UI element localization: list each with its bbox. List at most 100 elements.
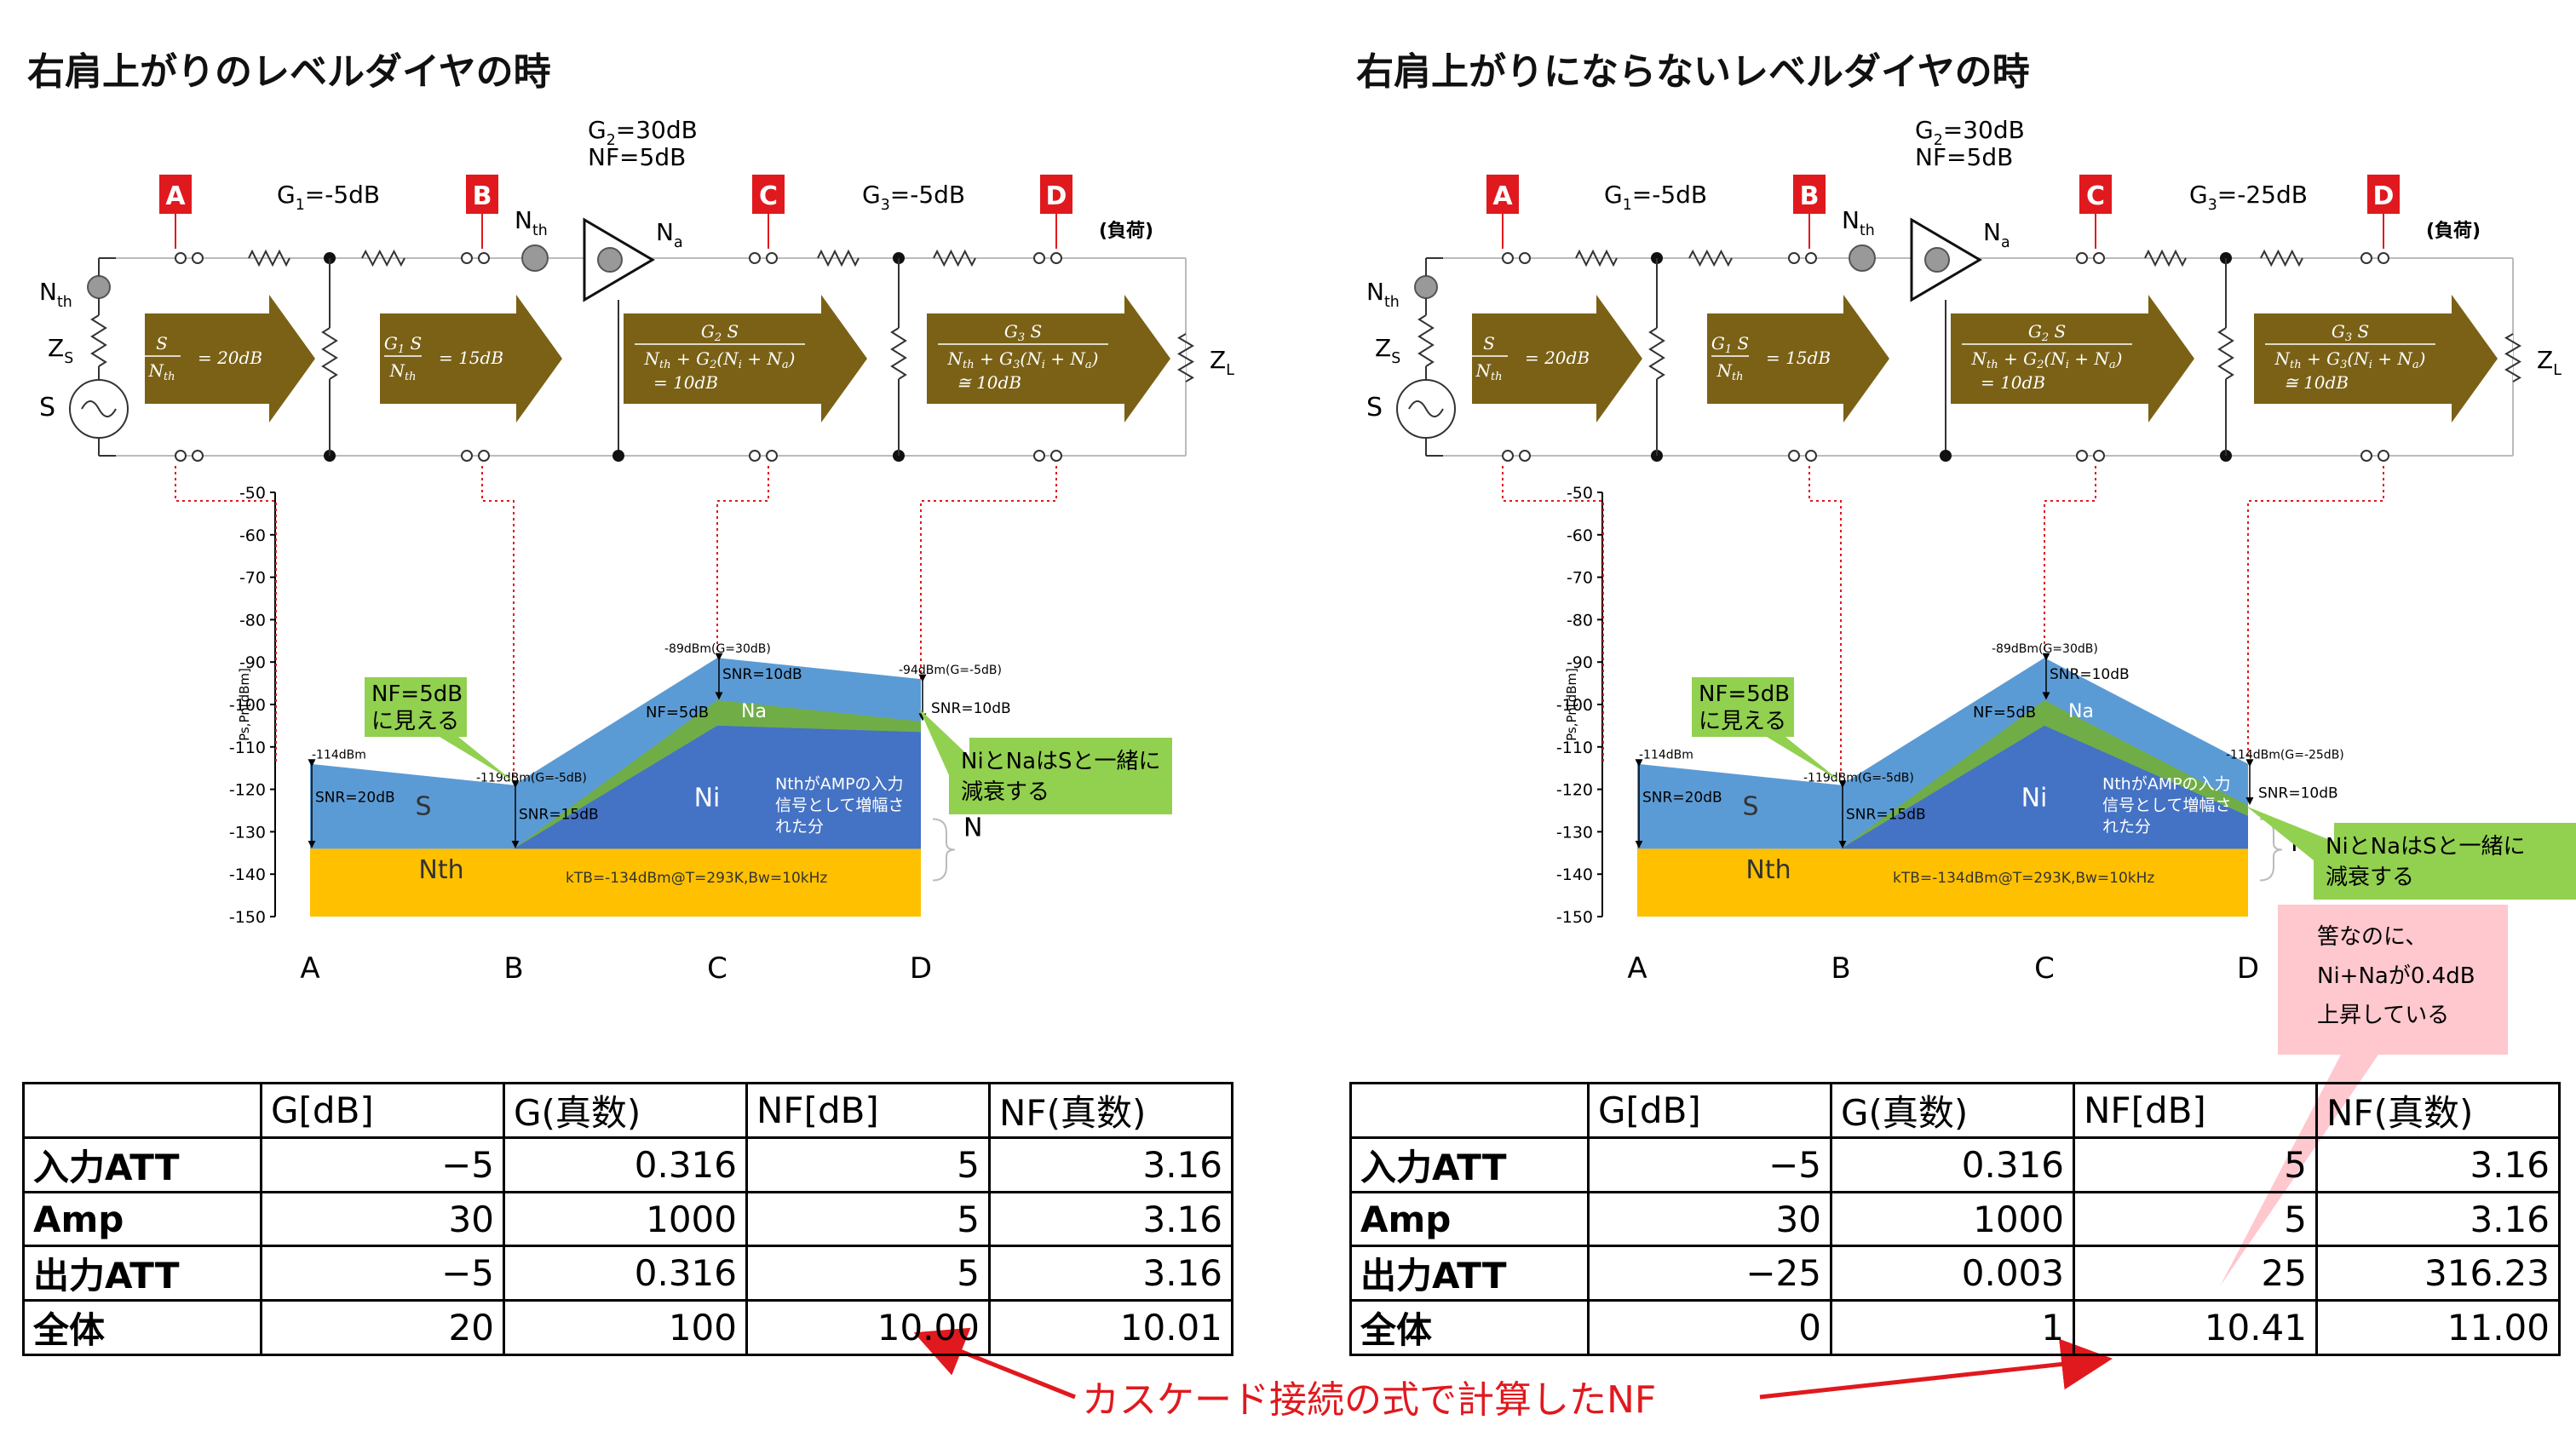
na-label: Na — [656, 218, 683, 251]
table-cell: −5 — [260, 1136, 505, 1193]
na-label: Na — [1983, 218, 2010, 251]
callout-att-bubble — [919, 708, 1172, 814]
amp-nf-label: NF=5dB — [588, 143, 686, 171]
snr-formula-numerator: G1​ S — [384, 333, 422, 356]
g2-label: G2=30dB — [588, 116, 698, 149]
table-cell: 1000 — [1830, 1191, 2075, 1247]
node-marker-label: B — [1800, 181, 1820, 211]
region-label-s: S — [1742, 791, 1758, 821]
snr-formula-denominator: Nth​ — [147, 360, 175, 383]
att1-shunt-resistor-icon — [321, 327, 338, 380]
att1-shunt-resistor-icon — [1648, 327, 1665, 380]
na-source-icon — [1924, 247, 1950, 273]
panel-heading-left: 右肩上がりのレベルダイヤの時 — [27, 50, 551, 94]
table-cell: 5 — [2073, 1136, 2318, 1193]
table-cell: 3.16 — [2315, 1136, 2561, 1193]
y-tick-label: -70 — [1567, 569, 1593, 588]
column-header: NF[dB] — [2073, 1082, 2318, 1139]
s-label: S — [1366, 393, 1383, 423]
panel-heading-right: 右肩上がりにならないレベルダイヤの時 — [1356, 50, 2030, 94]
zs-label: ZS — [1375, 334, 1400, 367]
g1-label: G1=-5dB — [277, 181, 380, 214]
callout-nf-line: NF=5dB — [371, 681, 463, 707]
snr-flow-arrow — [1472, 295, 1642, 423]
column-header: G(真数) — [503, 1082, 748, 1139]
table-cell: 100 — [503, 1299, 748, 1356]
terminal — [1805, 252, 1817, 264]
terminal — [2360, 450, 2372, 462]
region-label-na: Na — [2068, 701, 2094, 722]
terminal — [175, 252, 187, 264]
table-cell: 0 — [1587, 1299, 1832, 1356]
y-tick-label: -150 — [1556, 908, 1593, 927]
terminal — [1502, 252, 1514, 264]
node-link-c — [716, 466, 769, 658]
att2-shunt-resistor-icon — [2217, 327, 2234, 380]
ni-noise-region — [1841, 725, 2248, 849]
snr-flow-arrow — [145, 295, 315, 423]
snr-formula-numerator: S — [156, 333, 168, 354]
amp-note-line: NthがAMPの入力 — [2102, 775, 2231, 794]
amp-nf-label: NF=5dB — [1915, 143, 2013, 171]
table-cell: 5 — [745, 1191, 991, 1247]
g1-label: G1=-5dB — [1604, 181, 1707, 214]
column-header — [22, 1082, 262, 1139]
node-marker-label: D — [1046, 181, 1067, 211]
nth-amp-label: Nth — [1842, 206, 1875, 239]
terminal — [1788, 450, 1800, 462]
nth-amp-label: Nth — [515, 206, 548, 239]
table-cell: 3.16 — [988, 1136, 1233, 1193]
amp-note-line: 信号として増幅さ — [2102, 796, 2231, 815]
point-label-a: -114dBm — [312, 749, 366, 762]
node-marker-B — [466, 175, 498, 214]
load-label: (負荷) — [2426, 220, 2481, 242]
node-link-a — [1502, 466, 1604, 764]
node-link-c — [2044, 466, 2096, 658]
terminal — [2093, 252, 2105, 264]
node-link-a — [175, 466, 277, 764]
snr-label-b: SNR=15dB — [519, 806, 599, 823]
nth-amp-source-icon — [1849, 244, 1876, 272]
node-marker-D — [1040, 175, 1072, 214]
terminal — [2378, 252, 2389, 264]
zl-resistor-icon — [2504, 333, 2521, 382]
snr-formula-value: ≅ 10dB — [957, 372, 1021, 393]
nth-noise-floor-band — [310, 848, 921, 917]
table-cell: 5 — [2073, 1191, 2318, 1247]
terminal — [1050, 252, 1062, 264]
snr-label-a: SNR=20dB — [315, 790, 395, 807]
table-cell: 0.003 — [1830, 1245, 2075, 1302]
snr-formula-value: = 10dB — [653, 372, 718, 393]
terminal — [1805, 450, 1817, 462]
y-tick-label: -90 — [239, 653, 266, 672]
att2-series-resistor-icon — [817, 249, 860, 267]
callout-att-line: NiとNaはSと一緒に — [961, 749, 1161, 774]
row-header: 出力ATT — [1349, 1245, 1590, 1302]
nth-source-icon — [1414, 275, 1438, 299]
point-label-d: -94dBm(G=-5dB) — [899, 664, 1002, 677]
zs-label: ZS — [48, 334, 73, 367]
snr-label-c: SNR=10dB — [722, 666, 802, 683]
sine-glyph — [1408, 400, 1444, 417]
callout-pink-line: 筈なのに、 — [2317, 924, 2427, 950]
snr-label-c: SNR=10dB — [2050, 666, 2130, 683]
y-axis-label: Ps,Pn[dBm] — [1564, 668, 1579, 741]
callout-att-line: 減衰する — [2326, 865, 2414, 890]
nth-amp-source-icon — [521, 244, 549, 272]
table-cell: 3.16 — [2315, 1191, 2561, 1247]
att2-shunt-resistor-icon — [890, 327, 907, 380]
terminal — [175, 450, 187, 462]
node-link-d — [920, 466, 1057, 680]
region-label-ni: Ni — [2021, 784, 2048, 814]
node-marker-B — [1793, 175, 1826, 214]
snr-formula-denominator: Nth​ + G2​(Ni​ + Na​) — [1971, 348, 2123, 371]
y-tick-label: -120 — [229, 781, 266, 800]
node-marker-label: B — [473, 181, 492, 211]
region-label-s: S — [415, 791, 431, 821]
callout-nf-line: に見える — [1699, 709, 1786, 734]
